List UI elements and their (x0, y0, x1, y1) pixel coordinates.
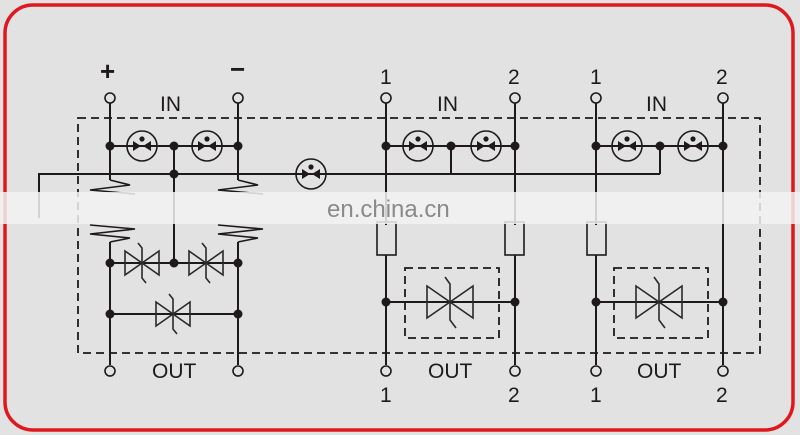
terminal-label: 1 (380, 66, 392, 89)
in-label: IN (646, 93, 667, 116)
terminal-plus-label: + (100, 56, 115, 86)
watermark-text: en.china.cn (327, 196, 450, 223)
terminal-label: 1 (380, 384, 392, 407)
terminal-minus-label: − (230, 54, 245, 84)
terminal-label: 2 (508, 384, 520, 407)
terminal-label: 1 (590, 384, 602, 407)
terminal-label: 2 (716, 66, 728, 89)
watermark-band (0, 192, 800, 224)
in-label: IN (160, 93, 181, 116)
out-label: OUT (428, 360, 473, 383)
terminal-label: 2 (716, 384, 728, 407)
enclosure-outline (77, 117, 761, 354)
inductor-icon (89, 224, 136, 243)
terminal-out-plus (104, 365, 116, 377)
inductor-icon (217, 224, 264, 243)
out-label: OUT (152, 360, 197, 383)
dc-module: + − IN (89, 54, 264, 383)
terminal-in-minus (232, 92, 244, 104)
terminal-in-plus (104, 92, 116, 104)
out-label: OUT (637, 360, 682, 383)
terminal-label: 1 (590, 66, 602, 89)
terminal-out-minus (232, 365, 244, 377)
in-label: IN (437, 93, 458, 116)
signal-module-2: 1 2 IN OUT 1 2 (586, 66, 729, 407)
signal-module-1: 1 2 IN OUT 1 2 (376, 66, 525, 407)
terminal-label: 2 (508, 66, 520, 89)
